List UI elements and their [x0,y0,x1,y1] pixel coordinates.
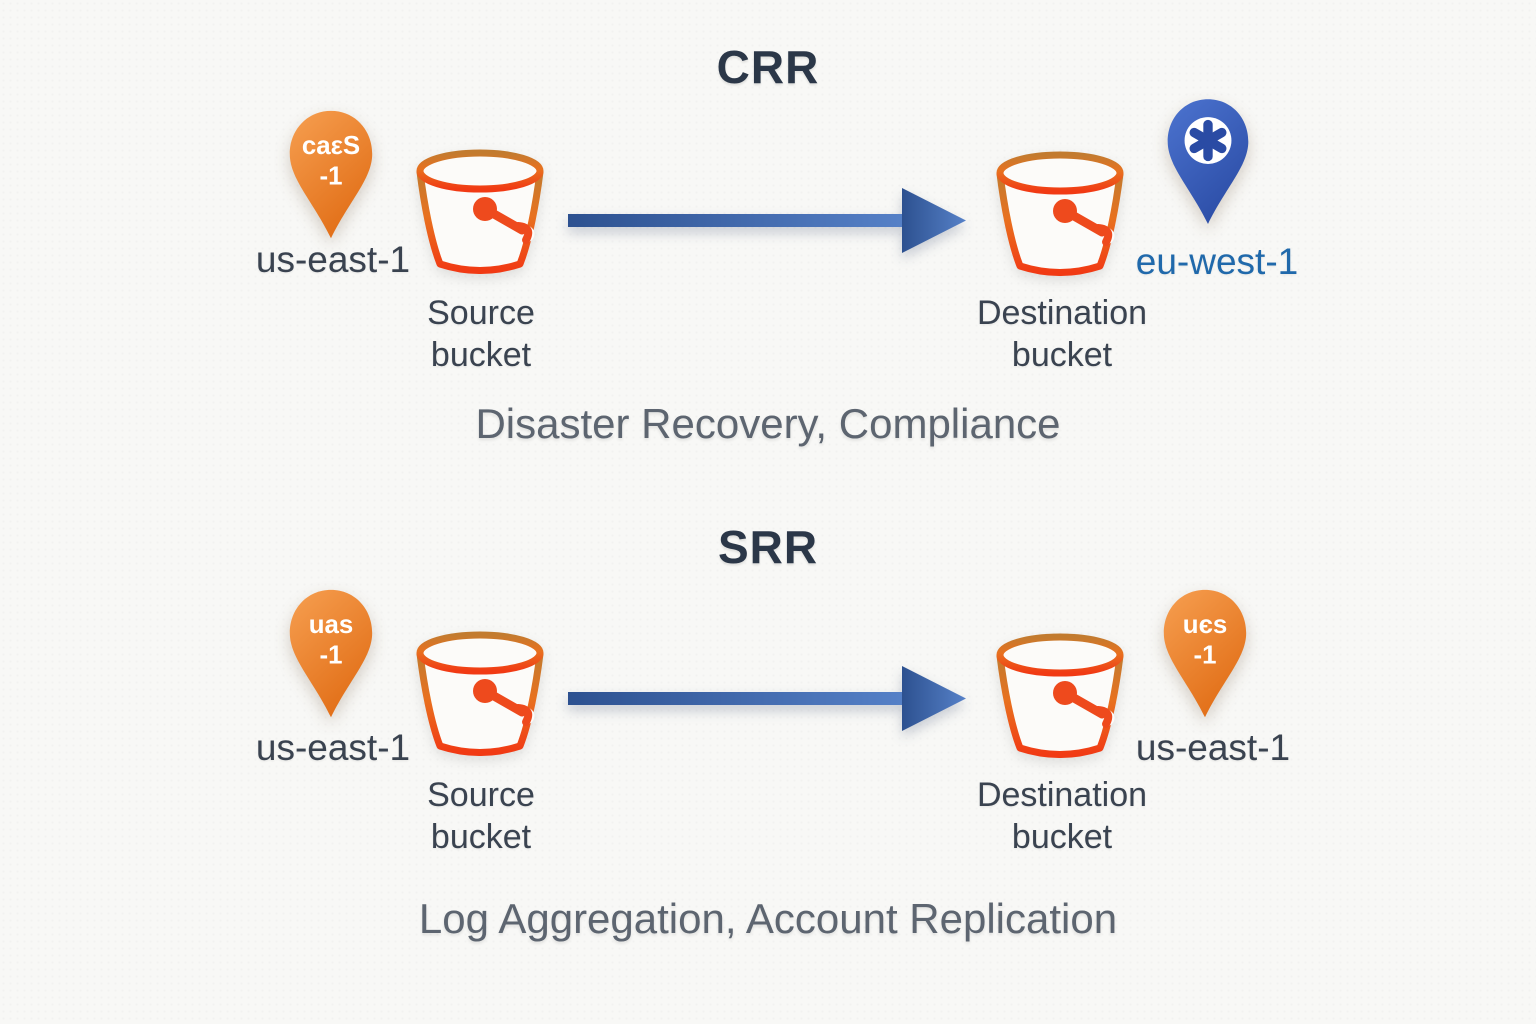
bucket-rim [996,151,1124,195]
arrow-shaft [568,692,908,705]
bucket-rim [996,633,1124,677]
source-bucket-label-line1: Source [427,776,535,814]
asterisk-icon [1189,119,1227,162]
destination-bucket-label: Destination bucket [952,774,1172,858]
bucket-handle-hook [514,704,533,726]
replication-arrow-icon [568,666,966,731]
bucket-body [416,168,544,274]
destination-bucket-label-line1: Destination [976,776,1148,814]
source-bucket-label-line2: bucket [430,818,532,856]
destination-bucket-label-line2: bucket [1011,336,1113,374]
replication-arrow-icon [568,188,966,253]
source-bucket-label: Source bucket [371,774,591,858]
bucket-body [996,170,1124,276]
destination-bucket-label-line2: bucket [1011,818,1113,856]
bucket-handle-hook [1094,224,1113,246]
region-pin-blue-icon [1167,99,1249,224]
source-region-label: us-east-1 [255,727,411,768]
s3-destination-bucket-icon [996,633,1124,758]
bucket-handle-hook [1094,706,1113,728]
bucket-rim [416,149,544,193]
destination-bucket-label: Destination bucket [952,292,1172,376]
destination-region-label: eu-west-1 [1135,241,1299,282]
srr-title: SRR [717,521,819,573]
bucket-handle-hook [514,222,533,244]
pin-label-line1: caεS [302,132,360,160]
pin-shape [289,589,373,718]
s3-source-bucket-icon [416,149,544,274]
destination-region-label: us-east-1 [1135,727,1291,768]
pin-shape [289,110,373,239]
bucket-body [996,652,1124,758]
pin-label-line1: uєs [1183,611,1227,639]
srr-caption: Log Aggregation, Account Replication [418,895,1118,942]
region-pin-orange-icon: uas -1 [289,589,373,718]
pin-shape [1163,589,1247,718]
region-pin-orange-icon: uєs -1 [1163,589,1247,718]
pin-label-line2: -1 [320,163,343,191]
bucket-body [416,650,544,756]
pin-label-line2: -1 [1194,642,1217,670]
bucket-rim [416,631,544,675]
source-bucket-label-line1: Source [427,294,535,332]
s3-source-bucket-icon [416,631,544,756]
region-pin-orange-icon: caεS -1 [289,110,373,239]
pin-label-line1: uas [309,611,354,639]
s3-destination-bucket-icon [996,151,1124,276]
arrow-head [902,188,966,253]
destination-bucket-label-line1: Destination [976,294,1148,332]
source-bucket-label: Source bucket [371,292,591,376]
source-region-label: us-east-1 [255,239,411,280]
arrow-head [902,666,966,731]
source-bucket-label-line2: bucket [430,336,532,374]
crr-title: CRR [716,41,820,93]
pin-label-line2: -1 [320,642,343,670]
arrow-shaft [568,214,908,227]
crr-caption: Disaster Recovery, Compliance [475,400,1061,447]
